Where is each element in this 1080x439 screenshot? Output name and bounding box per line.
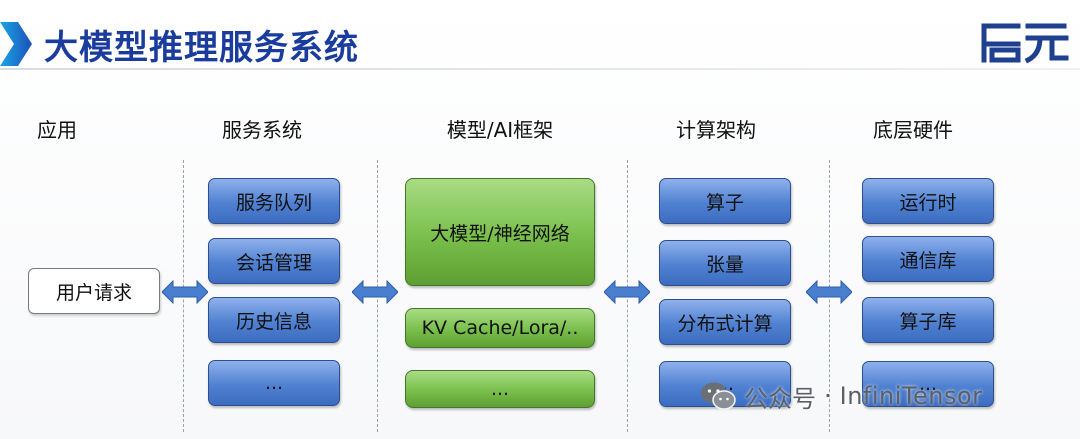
column-heading-compute: 计算架构	[676, 118, 756, 142]
distributed-compute-box: 分布式计算	[659, 299, 791, 345]
comm-library-box: 通信库	[862, 236, 994, 282]
double-arrow-icon	[806, 280, 852, 304]
session-management-box: 会话管理	[208, 238, 340, 284]
hardware-more-box: ...	[862, 361, 994, 407]
brand-logo: 启元	[981, 23, 1069, 64]
service-queue-box: 服务队列	[208, 178, 340, 224]
channel-watermark: 公众号 · InfiniTensor	[700, 378, 983, 414]
operator-box: 算子	[659, 178, 791, 224]
page-title: 大模型推理服务系统	[44, 28, 359, 68]
double-arrow-icon	[162, 280, 208, 304]
column-heading-app: 应用	[37, 118, 77, 142]
header-divider	[0, 68, 1080, 70]
kv-cache-lora-box: KV Cache/Lora/..	[405, 308, 595, 348]
llm-neural-network-box: 大模型/神经网络	[405, 178, 595, 286]
channel-name: InfiniTensor	[839, 382, 983, 410]
runtime-box: 运行时	[862, 178, 994, 224]
history-info-box: 历史信息	[208, 297, 340, 343]
operator-library-box: 算子库	[862, 297, 994, 343]
double-arrow-icon	[352, 280, 398, 304]
wechat-icon	[701, 382, 736, 410]
header: 大模型推理服务系统 启元	[0, 6, 1080, 68]
service-more-box: ...	[208, 360, 340, 406]
user-request-box: 用户请求	[28, 268, 160, 314]
channel-label: 公众号	[744, 384, 816, 413]
column-heading-hardware: 底层硬件	[873, 118, 953, 142]
column-heading-framework: 模型/AI框架	[446, 118, 554, 142]
framework-more-box: ...	[405, 370, 595, 408]
tensor-box: 张量	[659, 240, 791, 286]
double-arrow-icon	[604, 280, 650, 304]
chevron-icon	[0, 22, 32, 66]
column-heading-service: 服务系统	[222, 118, 302, 142]
channel-separator: ·	[824, 382, 832, 410]
